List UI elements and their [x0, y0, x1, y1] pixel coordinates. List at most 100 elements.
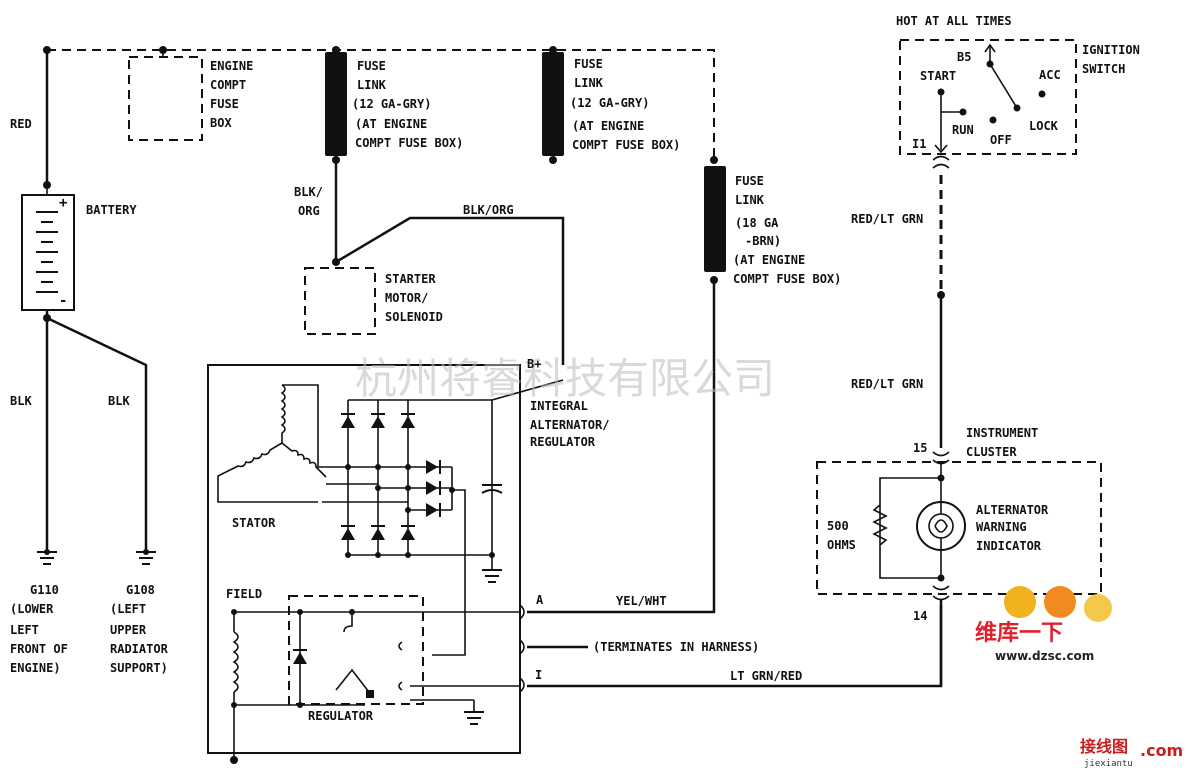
svg-text:.com: .com [1140, 741, 1183, 760]
alternator-box [207, 364, 521, 754]
svg-text:CLUSTER: CLUSTER [966, 445, 1017, 459]
svg-text:ALTERNATOR/: ALTERNATOR/ [530, 418, 609, 432]
svg-text:+: + [59, 195, 67, 211]
fuse-link-c [704, 166, 726, 272]
svg-text:LEFT: LEFT [10, 623, 39, 637]
ignition-switch-box [899, 39, 1077, 155]
svg-text:(AT ENGINE: (AT ENGINE [572, 119, 644, 133]
svg-text:FRONT OF: FRONT OF [10, 642, 68, 656]
svg-text:维库一下: 维库一下 [975, 620, 1063, 646]
svg-text:STARTER: STARTER [385, 272, 436, 286]
svg-text:COMPT FUSE BOX): COMPT FUSE BOX) [355, 136, 463, 150]
svg-text:MOTOR/: MOTOR/ [385, 291, 428, 305]
svg-text:ENGINE: ENGINE [210, 59, 253, 73]
svg-text:OHMS: OHMS [827, 538, 856, 552]
ground-g110-icon [37, 549, 57, 565]
battery-label: BATTERY [86, 203, 137, 217]
svg-text:STATOR: STATOR [232, 516, 276, 530]
svg-text:ENGINE): ENGINE) [10, 661, 61, 675]
svg-text:LINK: LINK [574, 76, 604, 90]
svg-text:LT GRN/RED: LT GRN/RED [730, 669, 802, 683]
svg-text:COMPT FUSE BOX): COMPT FUSE BOX) [572, 138, 680, 152]
ignition-label: IGNITION [1082, 43, 1140, 57]
svg-text:(AT ENGINE: (AT ENGINE [733, 253, 805, 267]
svg-text:B5: B5 [957, 50, 971, 64]
fuse-link-b [542, 52, 564, 156]
svg-text:YEL/WHT: YEL/WHT [616, 594, 667, 608]
svg-text:G110: G110 [30, 583, 59, 597]
svg-text:LINK: LINK [735, 193, 765, 207]
svg-text:INSTRUMENT: INSTRUMENT [966, 426, 1038, 440]
svg-text:BOX: BOX [210, 116, 232, 130]
svg-text:(LOWER: (LOWER [10, 602, 54, 616]
svg-text:(LEFT: (LEFT [110, 602, 146, 616]
svg-text:RED/LT GRN: RED/LT GRN [851, 377, 923, 391]
alternator-warning-lamp-icon [872, 451, 966, 601]
svg-text:REGULATOR: REGULATOR [530, 435, 596, 449]
field-regulator [230, 595, 520, 764]
diode-bridge [341, 379, 564, 656]
svg-text:jiexiantu: jiexiantu [1084, 759, 1133, 769]
jiexiantu-logo: 接线图 .com jiexiantu [1080, 737, 1183, 769]
svg-text:START: START [920, 69, 956, 83]
svg-text:INTEGRAL: INTEGRAL [530, 399, 588, 413]
svg-text:500: 500 [827, 519, 849, 533]
svg-text:LOCK: LOCK [1029, 119, 1059, 133]
svg-text:FUSE: FUSE [735, 174, 764, 188]
svg-text:SUPPORT): SUPPORT) [110, 661, 168, 675]
watermark: 杭州将睿科技有限公司 [355, 354, 775, 403]
svg-text:-: - [59, 293, 67, 309]
stator-icon [217, 384, 408, 503]
svg-text:接线图: 接线图 [1080, 737, 1128, 756]
ground-g108-icon [136, 549, 156, 565]
svg-text:SOLENOID: SOLENOID [385, 310, 443, 324]
svg-text:RADIATOR: RADIATOR [110, 642, 169, 656]
svg-text:COMPT FUSE BOX): COMPT FUSE BOX) [733, 272, 841, 286]
svg-text:FUSE: FUSE [210, 97, 239, 111]
engine-fuse-box [128, 56, 203, 141]
svg-text:RED/LT GRN: RED/LT GRN [851, 212, 923, 226]
svg-text:(12 GA-GRY): (12 GA-GRY) [352, 97, 431, 111]
svg-text:14: 14 [913, 609, 927, 623]
svg-text:REGULATOR: REGULATOR [308, 709, 374, 723]
ignition-switch-icon [934, 43, 1046, 154]
svg-text:ACC: ACC [1039, 68, 1061, 82]
svg-text:(12 GA-GRY): (12 GA-GRY) [570, 96, 649, 110]
svg-text:BLK/ORG: BLK/ORG [463, 203, 514, 217]
svg-text:BLK/: BLK/ [294, 185, 323, 199]
fuse-link-a [325, 52, 347, 156]
svg-text:www.dzsc.com: www.dzsc.com [995, 649, 1094, 663]
svg-text:I1: I1 [912, 137, 926, 151]
labels: HOT AT ALL TIMES IGNITION SWITCH B5 STAR… [10, 14, 1140, 723]
svg-text:BLK: BLK [108, 394, 130, 408]
svg-text:ORG: ORG [298, 204, 320, 218]
battery: + - [21, 185, 75, 311]
svg-text:FIELD: FIELD [226, 587, 262, 601]
switch-label: SWITCH [1082, 62, 1125, 76]
hot-label: HOT AT ALL TIMES [896, 14, 1012, 28]
svg-text:COMPT: COMPT [210, 78, 246, 92]
svg-text:(18 GA: (18 GA [735, 216, 779, 230]
svg-text:INDICATOR: INDICATOR [976, 539, 1042, 553]
top-bus [47, 49, 715, 160]
instrument-cluster-box [816, 461, 1102, 595]
svg-text:G108: G108 [126, 583, 155, 597]
svg-text:(TERMINATES IN HARNESS): (TERMINATES IN HARNESS) [593, 640, 759, 654]
svg-text:-BRN): -BRN) [745, 234, 781, 248]
svg-text:(AT ENGINE: (AT ENGINE [355, 117, 427, 131]
svg-text:FUSE: FUSE [574, 57, 603, 71]
svg-text:B+: B+ [527, 357, 541, 371]
svg-text:RUN: RUN [952, 123, 974, 137]
svg-text:ALTERNATOR: ALTERNATOR [976, 503, 1049, 517]
svg-text:LINK: LINK [357, 78, 387, 92]
svg-text:RED: RED [10, 117, 32, 131]
svg-text:BLK: BLK [10, 394, 32, 408]
dzsc-logo: 维库一下 www.dzsc.com [975, 586, 1112, 663]
svg-text:A: A [536, 593, 544, 607]
svg-text:I: I [535, 668, 542, 682]
svg-text:15: 15 [913, 441, 927, 455]
svg-text:OFF: OFF [990, 133, 1012, 147]
svg-text:WARNING: WARNING [976, 520, 1027, 534]
starter-solenoid [304, 267, 376, 335]
